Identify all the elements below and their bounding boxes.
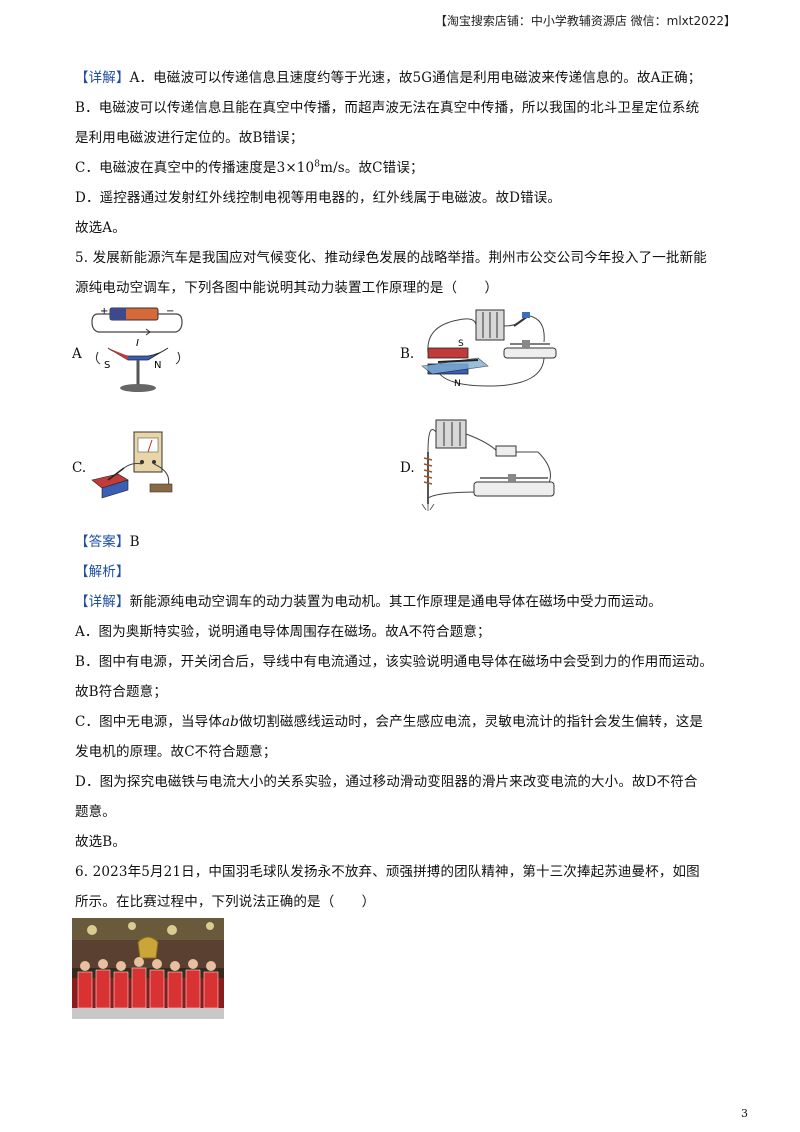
q5-detail-line4: 故B符合题意；: [75, 684, 167, 700]
detail-tag: 【详解】: [75, 594, 130, 610]
q4-detail-line4: C．电磁波在真空中的传播速度是3×108m/s。故C错误；: [75, 156, 424, 177]
q4-detail-text: A．电磁波可以传递信息且速度约等于光速，故5G通信是利用电磁波来传递信息的。故A…: [129, 70, 702, 86]
south-pole-label: S: [104, 360, 110, 371]
rheostat-slider: [522, 340, 530, 348]
analysis-tag: 【解析】: [75, 564, 130, 580]
conductor-rod: [437, 359, 479, 363]
connecting-wires: [427, 315, 545, 387]
q5-answer-line: 【答案】B: [75, 530, 140, 550]
detail-tag: 【详解】: [75, 70, 130, 86]
q5-detail-line8: 题意。: [75, 804, 116, 820]
magnet-top-icon: [427, 347, 469, 359]
speed-text: C．电磁波在真空中的传播速度是3×10: [75, 160, 315, 176]
option-c-label: C.: [72, 460, 87, 476]
motor-principle-figure: S N: [421, 309, 557, 389]
switch-base-icon: [149, 483, 173, 493]
q5-conclusion: 故选B。: [75, 834, 127, 850]
q4-detail-line5: D．遥控器通过发射红外线控制电视等用电器的，红外线属于电磁波。故D错误。: [75, 190, 562, 206]
switch-knob: [522, 312, 530, 318]
page-header: 【淘宝搜索店铺：中小学教辅资源店 微信：mlxt2022】: [434, 14, 736, 28]
q5-stem-line2: 源纯电动空调车，下列各图中能说明其动力装置工作原理的是（ ）: [75, 280, 499, 296]
electromagnet-experiment-figure: [421, 419, 555, 511]
generator-principle-figure: [91, 431, 173, 499]
q5-detail-line1: 【详解】新能源纯电动空调车的动力装置为电动机。其工作原理是通电导体在磁场中受力而…: [75, 590, 662, 610]
speed-unit-text: m/s。故C错误；: [320, 160, 424, 176]
page-number: 3: [741, 1107, 748, 1120]
q4-conclusion: 故选A。: [75, 220, 126, 236]
q4-detail-line2: B．电磁波可以传递信息且能在真空中传播，而超声波无法在真空中传播，所以我国的北斗…: [75, 100, 700, 116]
stand-base: [120, 384, 156, 392]
galvanometer-pointer: [147, 439, 153, 453]
pins-icon: [421, 503, 435, 511]
rotation-arrows-icon: [95, 351, 181, 365]
option-b-label: B.: [400, 346, 415, 362]
switch-icon: [495, 445, 517, 457]
q4-detail-line3: 是利用电磁波进行定位的。故B错误；: [75, 130, 304, 146]
minus-sign: −: [166, 306, 174, 317]
q5-detail-line6: 发电机的原理。故C不符合题意；: [75, 744, 277, 760]
q5-detail-text: 新能源纯电动空调车的动力装置为电动机。其工作原理是通电导体在磁场中受力而运动。: [129, 594, 662, 610]
trophy-icon: [137, 936, 159, 959]
q5-stem-line1: 5. 发展新能源汽车是我国应对气候变化、推动绿色发展的战略举措。荆州市公交公司今…: [75, 250, 707, 266]
exponent: 8: [314, 159, 321, 170]
option-d-label: D.: [400, 460, 415, 476]
current-arrow-icon: [140, 328, 151, 336]
q5-detail-line3: B．图中有电源，开关闭合后，导线中有电流通过，该实验说明通电导体在磁场中会受到力…: [75, 654, 713, 670]
q6-stem-line2: 所示。在比赛过程中，下列说法正确的是（ ）: [75, 894, 376, 910]
rheostat-slider: [508, 474, 516, 482]
battery-terminal-icon: [110, 308, 126, 320]
current-label: I: [136, 338, 139, 349]
conductor-ab: [107, 467, 125, 481]
needle-south-icon: [108, 348, 128, 360]
battery-pack-icon: [435, 419, 467, 449]
answer-tag: 【答案】: [75, 534, 130, 550]
option-a-label: A: [72, 346, 82, 362]
conductor-ab-label: ab: [221, 714, 239, 730]
wire-loop: [91, 313, 183, 333]
north-pole-label: N: [154, 360, 161, 371]
q6-stem-line1: 6. 2023年5月21日，中国羽毛球队发扬永不放弃、顽强拼搏的团队精神，第十三…: [75, 864, 700, 880]
oersted-experiment-figure: + − I S N: [91, 306, 183, 392]
q5-detail-line7: D．图为探究电磁铁与电流大小的关系实验，通过移动滑动变阻器的滑片来改变电流的大小…: [75, 774, 698, 790]
compass-needle-icon: [107, 347, 169, 361]
badminton-team-photo: [72, 918, 224, 1019]
q4-detail-line1: 【详解】A．电磁波可以传递信息且速度约等于光速，故5G通信是利用电磁波来传递信息…: [75, 66, 701, 86]
q5-detail-line2: A．图为奥斯特实验，说明通电导体周围存在磁场。故A不符合题意；: [75, 624, 491, 640]
wires: [427, 429, 551, 499]
q5-detail-line5: C．图中无电源，当导体ab做切割磁感线运动时，会产生感应电流，灵敏电流计的指针会…: [75, 710, 703, 730]
magnet-north-label: N: [454, 379, 461, 389]
detail5-post: 做切割磁感线运动时，会产生感应电流，灵敏电流计的指针会发生偏转，这是: [238, 714, 704, 730]
plus-sign: +: [100, 306, 108, 317]
coil-icon: [423, 457, 433, 485]
rheostat-icon: [473, 481, 555, 497]
rheostat-icon: [503, 347, 557, 359]
magnet-south-label: S: [458, 339, 464, 349]
magnet-blue-icon: [101, 479, 129, 499]
galvanometer-dial: [137, 437, 159, 453]
detail5-pre: C．图中无电源，当导体: [75, 714, 222, 730]
answer-value: B: [129, 534, 140, 550]
